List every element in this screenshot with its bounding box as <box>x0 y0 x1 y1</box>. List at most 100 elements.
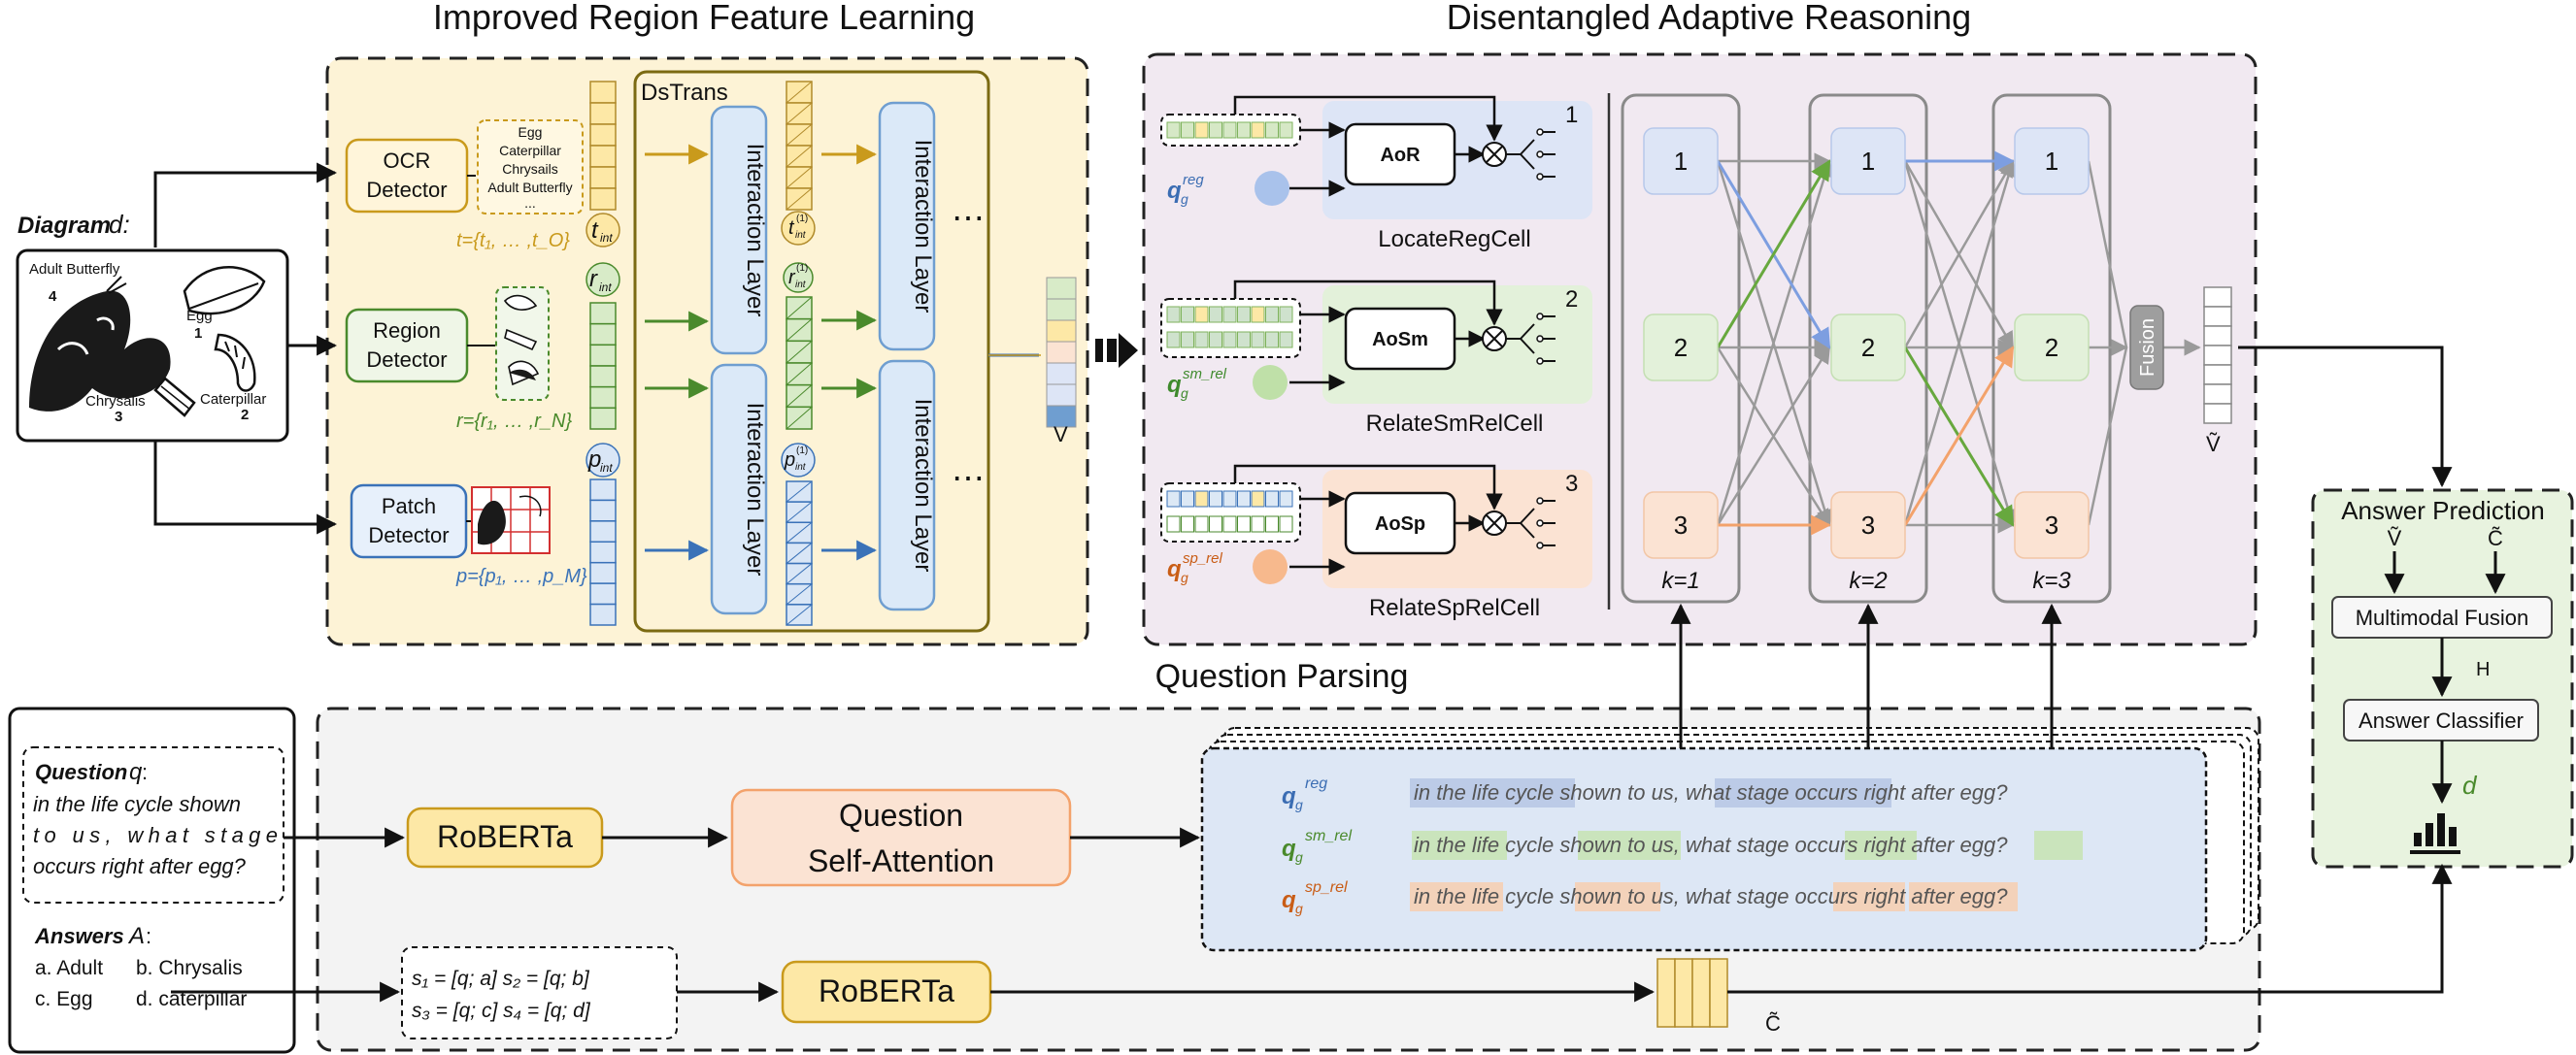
svg-text:g: g <box>1295 849 1303 865</box>
question-inner-box <box>22 746 284 904</box>
region-detector-box: Region Detector <box>345 308 469 383</box>
svg-text:int: int <box>795 280 807 290</box>
svg-text:3: 3 <box>1861 511 1875 540</box>
reasoning-section-title: Disentangled Adaptive Reasoning <box>1447 0 1971 37</box>
svg-text:r: r <box>788 267 796 288</box>
answer-option-c: c. Egg <box>35 988 93 1010</box>
cell-query-label: q <box>1167 556 1182 582</box>
r-int-circle: r int <box>585 262 620 297</box>
svg-text:t: t <box>788 217 795 239</box>
qa-pairs-box: s₁ = [q; a] s₂ = [q; b] s₃ = [q; c] s₄ =… <box>401 946 678 1039</box>
svg-text::: : <box>146 924 151 948</box>
egg-leaf-drawing <box>183 266 266 315</box>
svg-text:Patch: Patch <box>382 494 436 518</box>
fusion-block: Fusion <box>2129 305 2164 390</box>
query-rows: q g reg in the life cycle shown to us, what… <box>1282 775 2083 916</box>
svg-text:2: 2 <box>1861 333 1875 362</box>
roberta-question-box: RoBERTa <box>406 807 604 869</box>
dots-upper: ⋯ <box>952 200 985 237</box>
svg-text:Multimodal Fusion: Multimodal Fusion <box>2356 606 2529 630</box>
t-int-circle: t int <box>585 213 620 247</box>
v-tilde-column <box>2203 286 2232 424</box>
selected-edge <box>1903 346 2015 526</box>
svg-text:...: ... <box>524 195 536 211</box>
bar-chart-icon <box>2410 813 2460 854</box>
arrow-reasoning-to-answer <box>2238 346 2453 488</box>
svg-text:Adult Butterfly: Adult Butterfly <box>487 180 572 195</box>
cell-index: 2 <box>1565 286 1578 313</box>
svg-text:2: 2 <box>1674 333 1688 362</box>
svg-text:s₃ = [q; c] s₄ = [q; d]: s₃ = [q; c] s₄ = [q; d] <box>412 1000 591 1022</box>
svg-text:(1): (1) <box>796 263 808 274</box>
svg-text:g: g <box>1181 385 1188 401</box>
stage-adult-label: Adult Butterfly <box>29 261 120 278</box>
cell-name: RelateSmRelCell <box>1366 411 1544 437</box>
stage-adult-num: 4 <box>49 288 57 305</box>
answers-label: Answers <box>34 924 124 948</box>
question-self-attention-box: Question Self-Attention <box>730 788 1072 887</box>
svg-text:Interaction Layer: Interaction Layer <box>742 144 768 317</box>
cell-query-sup: sm_rel <box>1183 366 1227 382</box>
svg-text:in the life cycle shown to us,: in the life cycle shown to us, what stag… <box>1414 780 2008 805</box>
stage-egg-num: 1 <box>194 325 202 342</box>
svg-text:RoBERTa: RoBERTa <box>437 819 573 854</box>
cell-query-sup: sp_rel <box>1183 550 1223 567</box>
svg-text:in the life cycle shown to us,: in the life cycle shown to us, what stag… <box>1414 884 2008 908</box>
patch-token-column-l1 <box>786 480 813 626</box>
svg-text:Detector: Detector <box>368 523 449 547</box>
svg-text:g: g <box>1295 901 1303 916</box>
answer-option-a: a. Adult <box>35 957 103 979</box>
answer-title: Answer Prediction <box>2341 496 2545 525</box>
svg-text:int: int <box>795 230 807 241</box>
cell-module-label: AoSm <box>1372 329 1428 350</box>
svg-text:Question: Question <box>839 798 963 833</box>
transition-edge <box>1903 159 2017 526</box>
state-node: 1 <box>1830 127 1906 195</box>
answers-var: A <box>127 923 145 949</box>
v-output-label: V <box>1054 422 1068 446</box>
stage-chrysalis-label: Chrysalis <box>85 393 146 410</box>
svg-text:Caterpillar: Caterpillar <box>499 143 561 158</box>
dstrans-box <box>633 70 990 633</box>
c-tilde-tokens <box>1656 958 1728 1028</box>
region-crops-box <box>495 286 550 401</box>
t-set-label: t={t₁, … ,t_O} <box>456 230 570 251</box>
question-section-title: Question Parsing <box>1155 658 1409 695</box>
answer-option-d: d. caterpillar <box>136 988 247 1010</box>
multimodal-fusion-box: Multimodal Fusion <box>2331 596 2553 639</box>
answer-c-in: C̃ <box>2488 526 2503 550</box>
cell-index: 1 <box>1565 102 1578 128</box>
svg-text:int: int <box>599 280 612 294</box>
t-int1-circle: t int (1) <box>781 211 816 246</box>
svg-text:q: q <box>1282 783 1296 809</box>
svg-text:RoBERTa: RoBERTa <box>819 973 954 1008</box>
state-node: 1 <box>2014 127 2090 195</box>
svg-text:p: p <box>784 449 795 471</box>
svg-text:Answer Classifier: Answer Classifier <box>2359 709 2524 733</box>
c-tilde-label: C̃ <box>1765 1011 1781 1036</box>
selected-edge <box>1716 159 1831 348</box>
diagram-label: Diagram <box>17 213 111 239</box>
svg-text:1: 1 <box>1861 147 1875 176</box>
ocr-words-box: Egg Caterpillar Chrysails Adult Butterfl… <box>477 119 584 214</box>
cell-module-label: AoR <box>1380 145 1421 166</box>
cell-name: LocateRegCell <box>1378 226 1530 252</box>
svg-text::: : <box>142 760 148 784</box>
arrow-c-to-answer <box>1727 863 2453 994</box>
cell-module-label: AoSp <box>1375 513 1425 535</box>
arrow-diagram-to-ocr <box>153 162 338 247</box>
state-node: 3 <box>2014 491 2090 559</box>
p-set-label: p={p₁, … ,p_M} <box>455 566 587 587</box>
v-output-column <box>1046 277 1077 428</box>
interaction-layer-2a: Interaction Layer <box>878 101 936 351</box>
patch-token-column <box>589 478 617 626</box>
diagram-var: d: <box>109 210 130 239</box>
svg-text:reg: reg <box>1305 775 1327 792</box>
svg-text:t: t <box>591 217 599 244</box>
stage-caterpillar-num: 2 <box>241 407 249 423</box>
